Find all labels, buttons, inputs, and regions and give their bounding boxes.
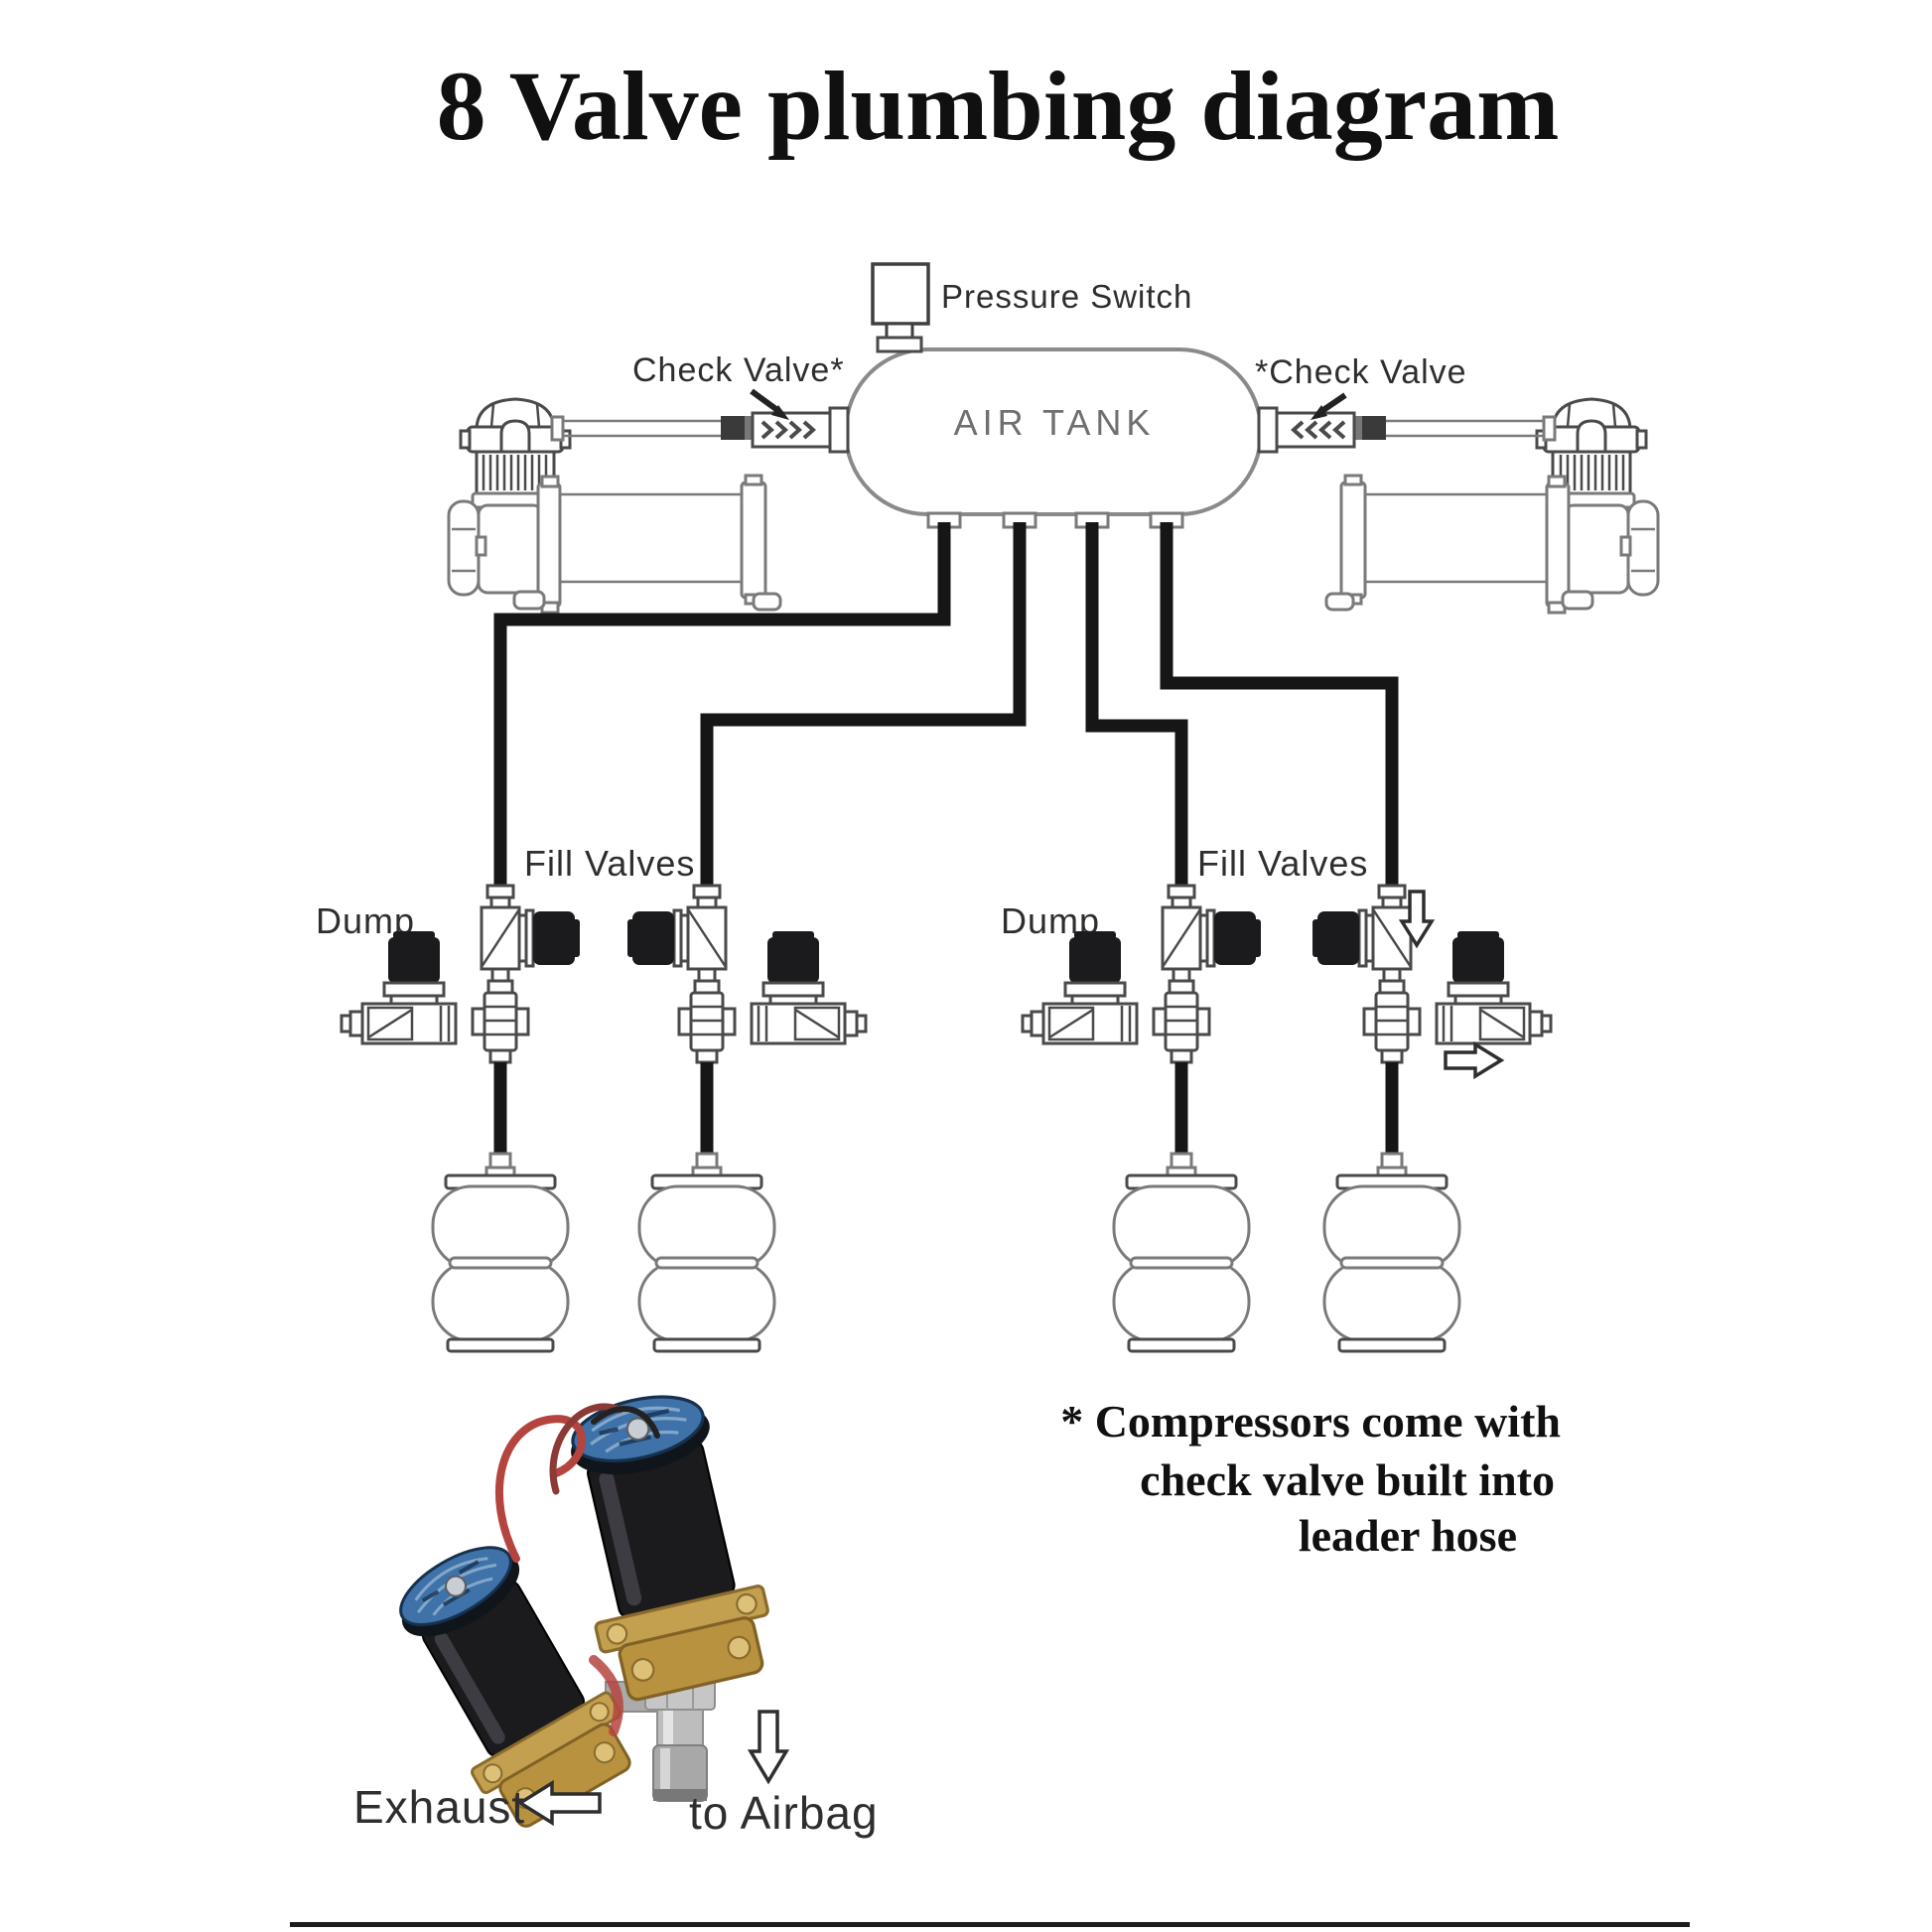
pressure-switch-base: [876, 336, 923, 353]
note-line-3: leader hose: [1299, 1510, 1517, 1561]
exhaust-label: Exhaust: [353, 1781, 525, 1833]
flow-down-arrow-icon: [1398, 890, 1436, 949]
pressure-switch-box: [871, 262, 930, 326]
supply-line-2: [700, 522, 1027, 892]
note-line-2: check valve built into: [1140, 1454, 1555, 1505]
valve-assembly-2: [627, 886, 866, 1162]
air-tank-label: AIR TANK: [954, 402, 1156, 443]
valve-assembly-4: [1312, 886, 1551, 1162]
to-airbag-callout: to Airbag: [689, 1710, 879, 1839]
to-airbag-arrow-icon: [747, 1710, 790, 1785]
solenoid-wires: [494, 1403, 660, 1736]
airbag-4: [1322, 1152, 1461, 1353]
red-band-detail: [589, 1655, 623, 1736]
fill-valves-label-left: Fill Valves: [524, 843, 695, 884]
to-airbag-label: to Airbag: [689, 1787, 879, 1839]
exhaust-callout: Exhaust: [353, 1779, 602, 1833]
airbag-1: [431, 1152, 570, 1353]
supply-line-1: [493, 522, 951, 892]
bottom-border-line: [290, 1922, 1690, 1927]
note-line-1: * Compressors come with: [1060, 1396, 1561, 1447]
airbag-2: [637, 1152, 776, 1353]
check-valve-callout-right: *Check Valve: [1255, 353, 1467, 420]
pressure-switch: Pressure Switch: [871, 262, 1192, 353]
exhaust-arrow-icon: [516, 1779, 602, 1827]
pressure-switch-label: Pressure Switch: [941, 278, 1192, 315]
compressor-note: * Compressors come with check valve buil…: [1060, 1396, 1561, 1561]
diagram-title: 8 Valve plumbing diagram: [437, 51, 1560, 161]
compressor-right: [1257, 397, 1660, 615]
flow-right-arrow-icon: [1444, 1040, 1505, 1080]
supply-line-4: [1160, 522, 1399, 892]
wire-red-loop-2: [549, 1403, 623, 1495]
check-valve-left-arrowhead: [771, 405, 789, 420]
pressure-switch-stem: [885, 322, 914, 340]
wire-red-loop-1: [494, 1415, 586, 1563]
lower-fitting-band: [653, 1789, 707, 1801]
solenoid-valves-photo: [371, 1381, 780, 1840]
tank-ports: [926, 511, 1184, 529]
check-valve-right-arrowhead: [1311, 405, 1327, 420]
compressor-left: [447, 397, 850, 615]
check-valve-left-label: Check Valve*: [632, 351, 845, 389]
fill-valves-label-right: Fill Valves: [1197, 843, 1368, 884]
lower-fitting-highlight: [660, 1748, 670, 1798]
check-valve-right-arrow: [1318, 392, 1347, 415]
air-tank: AIR TANK: [844, 347, 1263, 516]
check-valve-right-label: *Check Valve: [1255, 353, 1467, 391]
check-valve-callout-left: Check Valve*: [632, 351, 845, 420]
airbag-3: [1112, 1152, 1251, 1353]
wire-black: [591, 1406, 660, 1439]
check-valve-left-arrow: [750, 388, 779, 413]
supply-line-3: [1085, 522, 1188, 892]
